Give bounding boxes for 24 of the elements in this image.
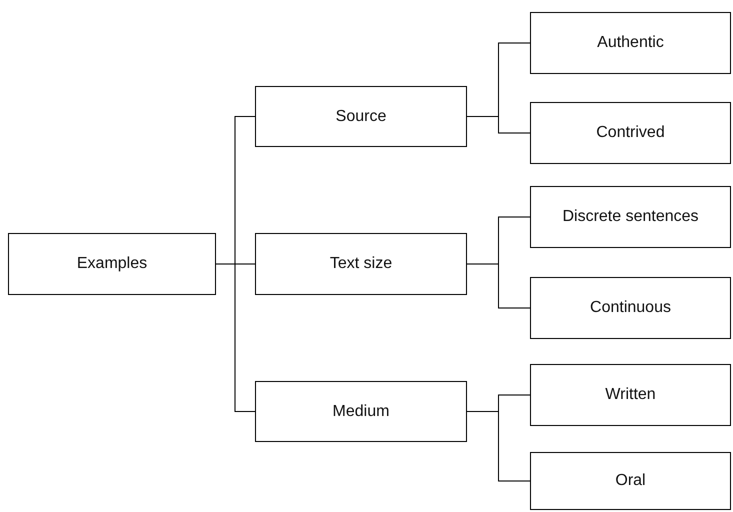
connector-line [466,116,530,134]
process-box [255,86,467,147]
box-label: Medium [332,402,390,420]
process-box [255,233,467,295]
box-label: Examples [76,255,148,273]
process-box [8,233,216,295]
box-label: Oral [615,472,646,490]
process-box [530,102,731,164]
box-label: Discrete sentences [562,208,699,226]
box-label: Contrived [596,124,665,142]
process-box [530,452,731,510]
process-box [530,364,731,426]
box-label: Text size [330,255,392,273]
box-label: Authentic [597,34,664,52]
process-box [530,277,731,339]
connector-line [466,411,530,482]
box-label: Written [605,386,656,404]
connector-line [466,264,530,308]
process-box [255,381,467,442]
process-box [530,186,731,248]
box-label: Continuous [590,299,671,317]
connector-line [216,264,256,412]
process-box [530,12,731,74]
box-label: Source [336,108,386,126]
